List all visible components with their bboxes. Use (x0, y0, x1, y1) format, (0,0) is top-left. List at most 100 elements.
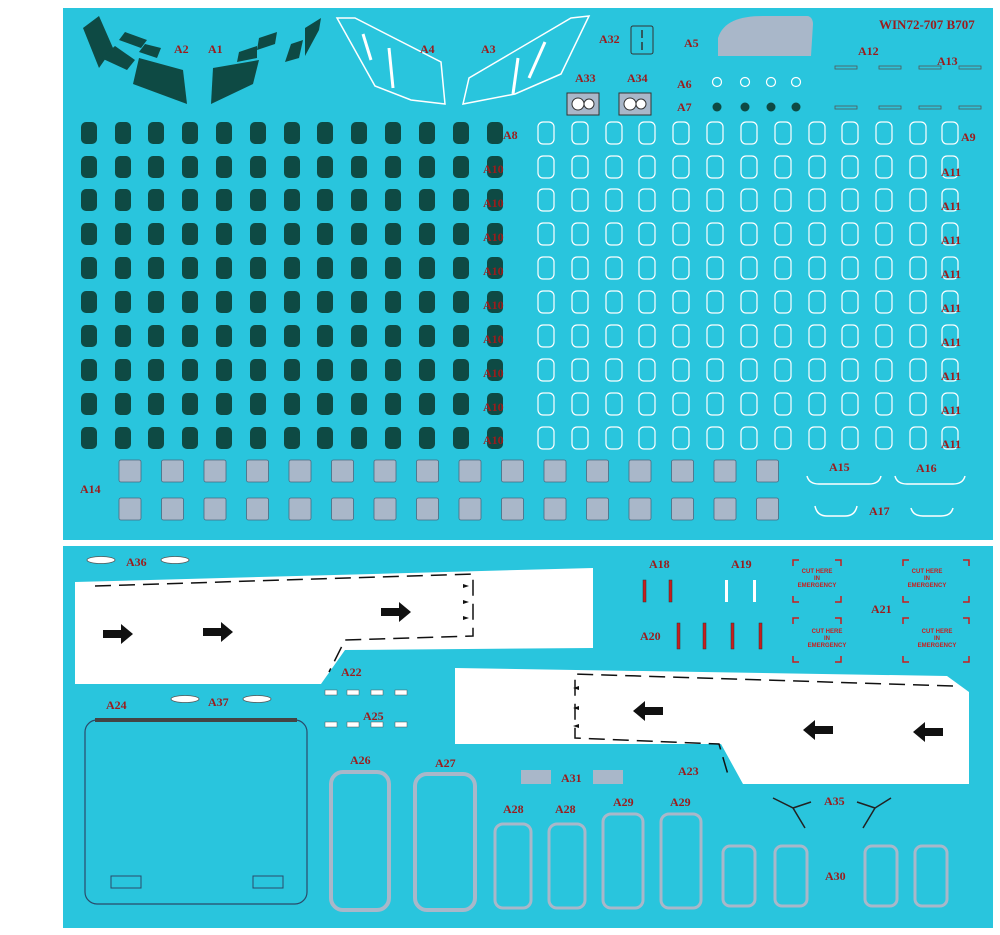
light-outline-a6 (765, 76, 777, 88)
decal-sheet-top: WIN72-707 B707 A2 A1 A4 A3 A32 A5 A33 A3… (63, 8, 993, 540)
grey-panel-a14 (118, 459, 142, 483)
marker-bar-a12-a13 (958, 105, 982, 110)
passenger-window-outline (571, 155, 589, 179)
passenger-window-dark (148, 325, 164, 347)
passenger-window-outline (875, 358, 893, 382)
cockpit-window-a1-piece (285, 40, 303, 62)
passenger-window-dark (385, 325, 401, 347)
passenger-window-outline (808, 256, 826, 280)
passenger-window-dark (115, 122, 131, 144)
passenger-window-dark (115, 427, 131, 449)
passenger-window-dark (148, 122, 164, 144)
label-a22: A22 (341, 665, 362, 679)
passenger-window-outline (571, 392, 589, 416)
passenger-window-outline (605, 426, 623, 450)
passenger-window-outline (909, 121, 927, 145)
marker-bar-a12-a13 (918, 65, 942, 70)
label-a25: A25 (363, 709, 384, 723)
passenger-window-outline (672, 426, 690, 450)
passenger-window-outline (605, 222, 623, 246)
passenger-window-outline (706, 256, 724, 280)
passenger-window-outline (841, 392, 859, 416)
passenger-window-outline (638, 358, 656, 382)
passenger-window-dark (317, 291, 333, 313)
grey-bar-a31 (593, 770, 623, 784)
label-a6: A6 (677, 77, 692, 91)
passenger-window-outline (841, 290, 859, 314)
passenger-window-outline (909, 392, 927, 416)
passenger-window-dark (250, 427, 266, 449)
passenger-window-outline (571, 222, 589, 246)
emergency-cut-corner (792, 617, 799, 624)
passenger-window-dark (284, 223, 300, 245)
passenger-window-dark (250, 257, 266, 279)
passenger-window-outline (537, 290, 555, 314)
passenger-window-dark (284, 156, 300, 178)
marker-bar-a12-a13 (878, 105, 902, 110)
passenger-window-outline (875, 392, 893, 416)
marker-bar-a12-a13 (834, 105, 858, 110)
exit-tag-a25 (370, 721, 384, 728)
passenger-window-outline (571, 324, 589, 348)
passenger-window-dark (419, 122, 435, 144)
passenger-window-outline (605, 358, 623, 382)
passenger-window-dark (487, 325, 503, 347)
door-outline-a29 (659, 812, 703, 910)
passenger-window-outline (740, 358, 758, 382)
passenger-window-outline (672, 324, 690, 348)
panel-a24-slot (110, 875, 142, 889)
passenger-window-outline (638, 256, 656, 280)
label-a28: A28 (503, 802, 524, 816)
passenger-window-outline (774, 392, 792, 416)
passenger-window-outline (841, 155, 859, 179)
passenger-window-dark (487, 359, 503, 381)
passenger-window-outline (706, 222, 724, 246)
passenger-window-dark (385, 156, 401, 178)
passenger-window-outline (605, 256, 623, 280)
passenger-window-dark (385, 189, 401, 211)
passenger-window-outline (672, 188, 690, 212)
passenger-window-dark (419, 257, 435, 279)
passenger-window-outline (537, 426, 555, 450)
passenger-window-outline (740, 188, 758, 212)
grey-panel-a14 (713, 459, 737, 483)
light-dark-a7 (712, 102, 722, 112)
marker-a19 (725, 580, 728, 602)
passenger-window-outline (774, 324, 792, 348)
passenger-window-outline (941, 222, 959, 246)
passenger-window-outline (605, 324, 623, 348)
passenger-window-dark (182, 393, 198, 415)
passenger-window-dark (216, 393, 232, 415)
passenger-window-outline (808, 358, 826, 382)
label-a31: A31 (561, 771, 582, 785)
emergency-cut-corner (902, 559, 909, 566)
grey-panel-a14 (118, 497, 142, 521)
passenger-window-outline (672, 392, 690, 416)
passenger-window-dark (81, 427, 97, 449)
passenger-window-dark (284, 257, 300, 279)
passenger-window-outline (706, 358, 724, 382)
passenger-window-outline (808, 324, 826, 348)
passenger-window-outline (941, 155, 959, 179)
walkway-small-arrow (463, 616, 469, 620)
cockpit-window-a4-frame (361, 33, 373, 61)
passenger-window-dark (182, 325, 198, 347)
emergency-cut-corner (963, 559, 970, 566)
passenger-window-dark (148, 156, 164, 178)
passenger-window-outline (740, 155, 758, 179)
passenger-window-dark (81, 257, 97, 279)
passenger-window-dark (487, 156, 503, 178)
passenger-window-dark (284, 291, 300, 313)
walkway-line-a22 (94, 573, 474, 673)
passenger-window-dark (317, 325, 333, 347)
passenger-window-outline (941, 324, 959, 348)
cockpit-window-a1-piece (211, 60, 259, 104)
walkway-arrow-right (103, 624, 133, 644)
passenger-window-outline (740, 121, 758, 145)
passenger-window-outline (941, 121, 959, 145)
label-a8: A8 (503, 128, 518, 142)
passenger-window-outline (706, 392, 724, 416)
grey-panel-a14 (543, 497, 567, 521)
passenger-window-dark (453, 393, 469, 415)
passenger-window-dark (81, 156, 97, 178)
